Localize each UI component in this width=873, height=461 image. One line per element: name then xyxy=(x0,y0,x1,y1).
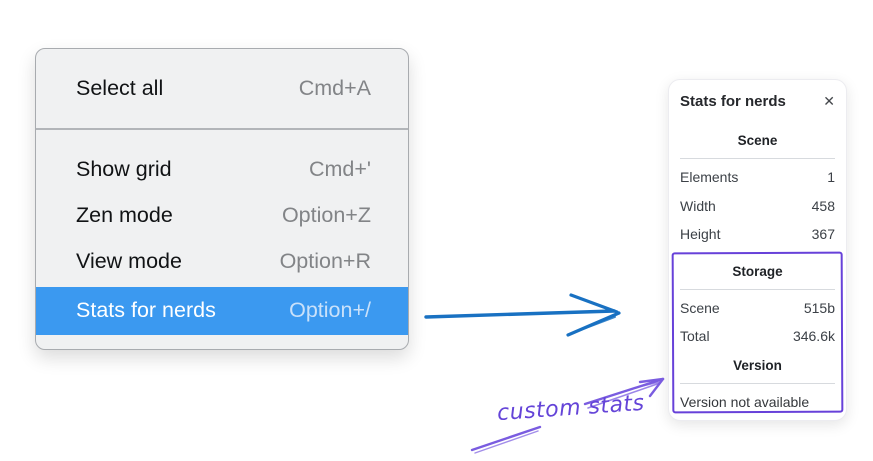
menu-item-zen-mode[interactable]: Zen mode Option+Z xyxy=(36,193,408,239)
menu-item-label: View mode xyxy=(76,249,182,273)
close-icon[interactable]: ✕ xyxy=(823,93,835,109)
section-heading-version: Version xyxy=(733,357,782,373)
menu-item-shortcut: Cmd+' xyxy=(308,157,371,181)
stat-label: Height xyxy=(680,226,721,242)
stats-panel: Stats for nerds ✕ Scene Elements 1 Width… xyxy=(668,79,847,421)
stats-panel-header: Stats for nerds ✕ xyxy=(680,90,835,112)
menu-item-shortcut: Option+R xyxy=(279,249,371,273)
section-divider xyxy=(680,288,835,290)
menu-item-label: Zen mode xyxy=(76,203,173,227)
section-heading-storage: Storage xyxy=(732,263,783,279)
section-divider xyxy=(680,158,835,159)
context-menu: Select all Cmd+A Show grid Cmd+' Zen mod… xyxy=(35,48,409,350)
annotation-arrow xyxy=(470,377,665,454)
stat-value: 1 xyxy=(827,169,835,185)
menu-item-view-mode[interactable]: View mode Option+R xyxy=(36,239,408,285)
menu-item-shortcut: Option+/ xyxy=(289,298,371,322)
stat-label: Elements xyxy=(680,169,739,185)
section-heading-scene: Scene xyxy=(737,133,778,148)
menu-item-label: Stats for nerds xyxy=(76,298,216,322)
menu-item-label: Select all xyxy=(76,76,164,100)
stat-row-scene-size: Scene 515b xyxy=(680,294,835,323)
stat-label: Scene xyxy=(680,299,720,316)
menu-item-shortcut: Cmd+A xyxy=(298,76,371,100)
menu-item-select-all[interactable]: Select all Cmd+A xyxy=(36,49,408,128)
menu-divider xyxy=(36,128,408,130)
menu-group: Show grid Cmd+' Zen mode Option+Z View m… xyxy=(36,130,408,335)
stat-value: 346.6k xyxy=(792,328,835,344)
stats-panel-title: Stats for nerds xyxy=(680,92,786,110)
stat-value: 458 xyxy=(811,197,835,214)
blue-arrow xyxy=(424,293,621,337)
stat-row-width: Width 458 xyxy=(680,192,835,221)
stat-row-elements: Elements 1 xyxy=(680,163,835,192)
menu-item-shortcut: Option+Z xyxy=(281,203,371,227)
section-divider xyxy=(680,382,835,384)
stat-row-total-size: Total 346.6k xyxy=(680,322,835,351)
stat-value: 367 xyxy=(811,226,835,242)
menu-item-label: Show grid xyxy=(76,157,172,181)
stat-value: 515b xyxy=(803,299,835,316)
stat-label: Width xyxy=(680,197,716,214)
stat-row-height: Height 367 xyxy=(680,220,835,249)
menu-item-stats-for-nerds[interactable]: Stats for nerds Option+/ xyxy=(36,286,408,335)
stat-label: Total xyxy=(680,328,710,344)
version-note: Version not available xyxy=(680,393,810,410)
menu-item-show-grid[interactable]: Show grid Cmd+' xyxy=(36,147,408,193)
